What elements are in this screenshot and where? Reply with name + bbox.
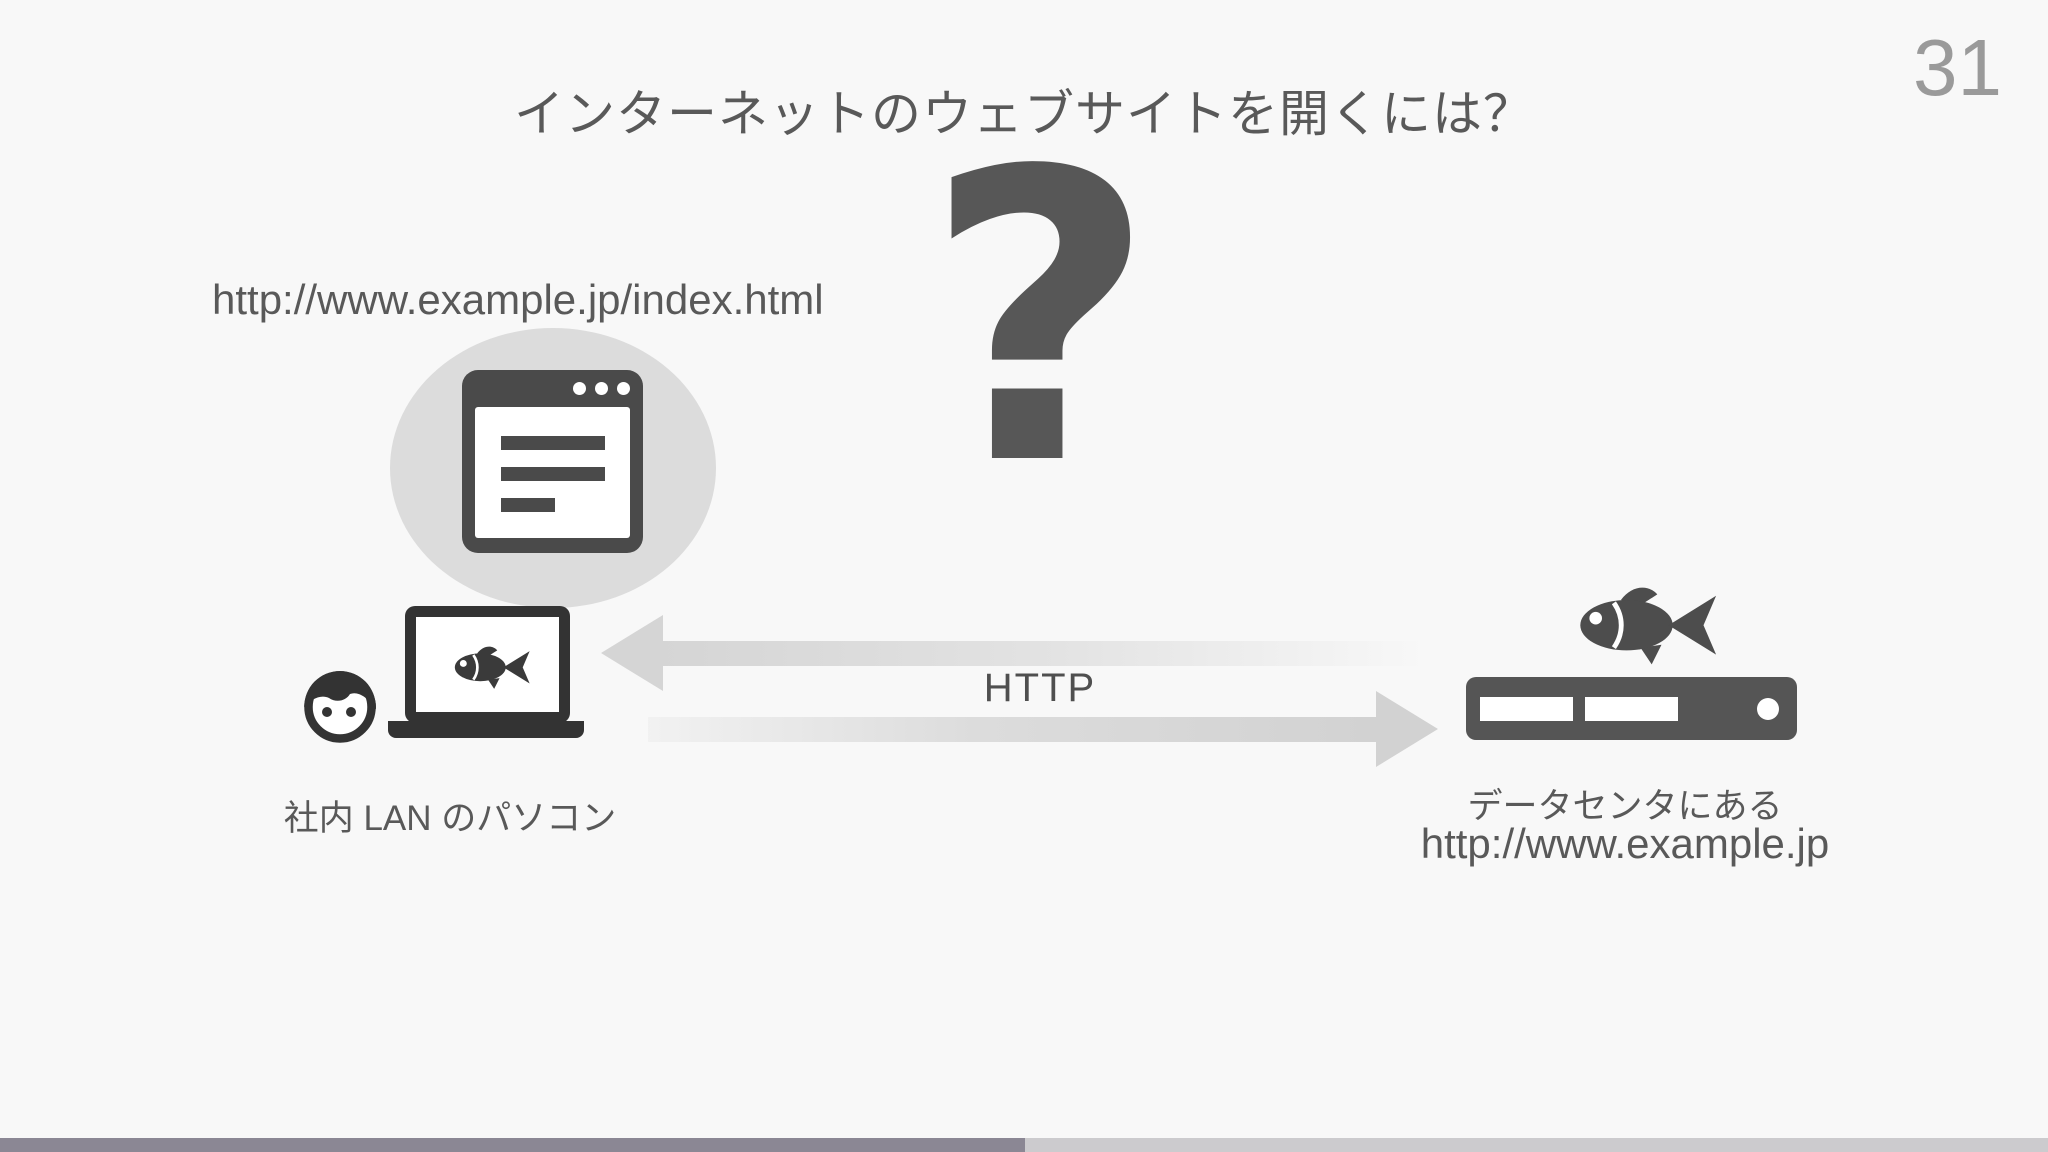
footer-bar-left (0, 1138, 1025, 1152)
content-line (501, 498, 555, 512)
browser-content (475, 407, 630, 538)
server-url-label: http://www.example.jp (1420, 820, 1830, 867)
server-slot (1585, 696, 1678, 721)
content-line (501, 467, 605, 481)
question-mark: ? (923, 88, 1157, 553)
content-line (501, 436, 605, 450)
server-caption: データセンタにある (1467, 787, 1783, 826)
browser-window-icon (462, 370, 643, 553)
client-caption: 社内 LAN のパソコン (283, 799, 617, 838)
request-arrow-right-icon (1376, 691, 1438, 767)
server-slot (1480, 696, 1573, 721)
request-arrow-shaft (648, 717, 1378, 742)
laptop-icon (405, 606, 570, 723)
window-control-dot (595, 382, 608, 395)
page-number: 31 (1913, 23, 2002, 112)
slide-title: インターネットのウェブサイトを開くには？ (514, 86, 1534, 142)
protocol-label: HTTP (983, 666, 1097, 710)
window-control-dot (617, 382, 630, 395)
server-rack-icon (1466, 677, 1797, 740)
laptop-base (388, 721, 584, 738)
window-control-dot (573, 382, 586, 395)
fish-logo-icon (1580, 587, 1717, 665)
user-icon (304, 671, 376, 743)
footer-bar-right (1025, 1138, 2048, 1152)
request-url-label: http://www.example.jp/index.html (212, 276, 824, 323)
response-arrow-left-icon (601, 615, 663, 691)
browser-titlebar (462, 370, 643, 407)
response-arrow-shaft (660, 641, 1460, 666)
fish-logo-icon (454, 646, 530, 689)
server-led (1757, 697, 1779, 720)
